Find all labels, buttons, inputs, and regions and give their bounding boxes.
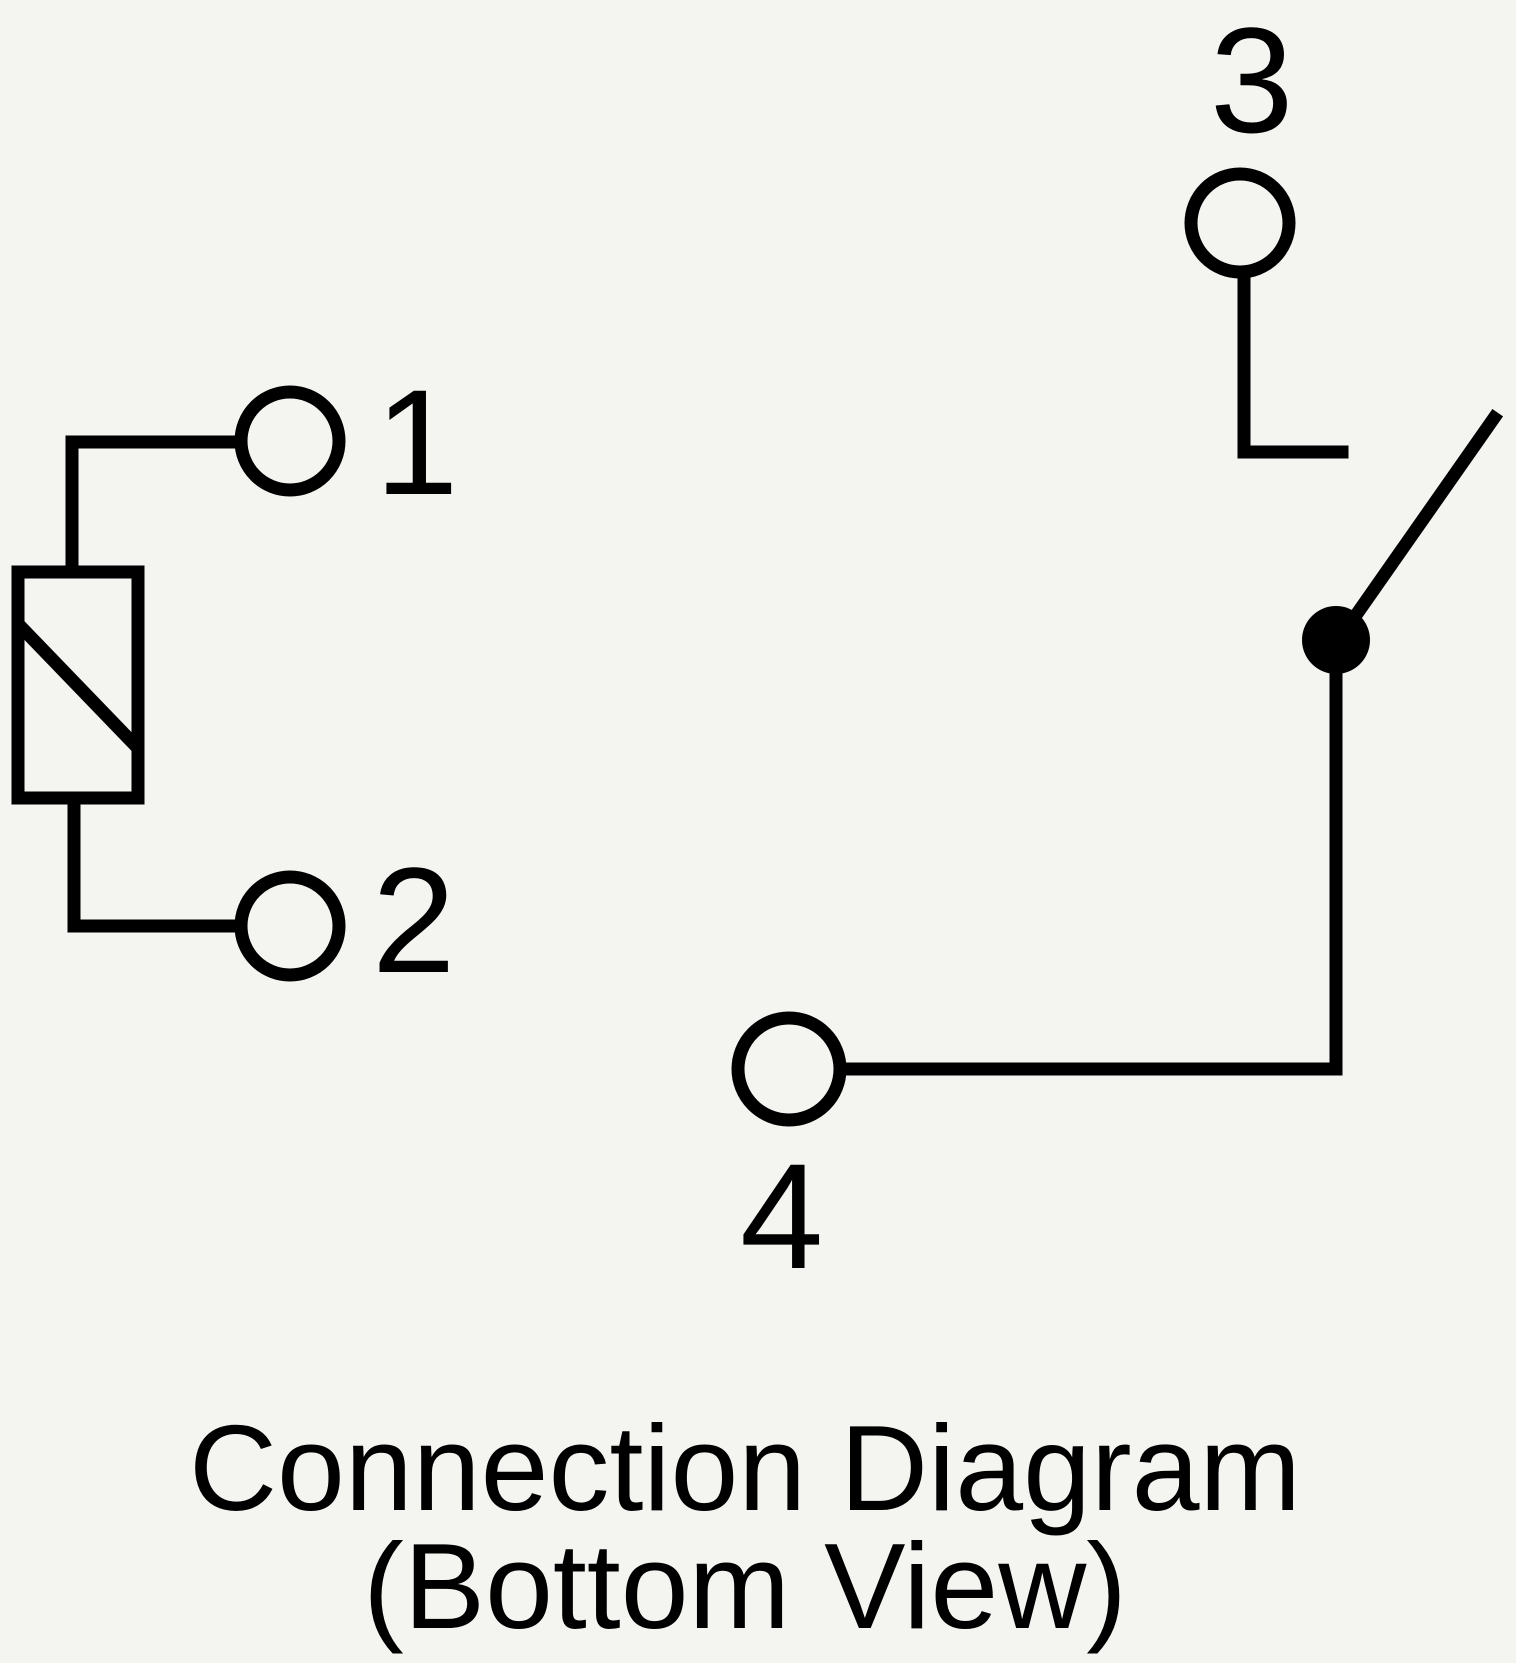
- fixed-contact-lead: [1237, 266, 1349, 459]
- terminal-3: 3: [1184, 0, 1349, 459]
- pin-4-label: 4: [740, 1132, 823, 1300]
- terminal-1: 1: [234, 358, 458, 526]
- coil-lead-top: [65, 435, 239, 579]
- pin-1-label: 1: [375, 358, 458, 526]
- terminal-4-circle: [731, 1011, 847, 1127]
- terminal-1-circle: [234, 385, 346, 497]
- common-lead: [841, 665, 1343, 1076]
- diagram-caption: Connection Diagram (Bottom View): [189, 1400, 1301, 1654]
- switch-contact: [1302, 408, 1504, 674]
- terminal-4: 4: [731, 665, 1343, 1300]
- pin-3-label: 3: [1210, 0, 1293, 164]
- caption-subtitle: (Bottom View): [363, 1518, 1127, 1654]
- caption-title: Connection Diagram: [189, 1400, 1301, 1536]
- switch-pivot-dot: [1302, 606, 1370, 674]
- terminal-2-circle: [234, 870, 346, 982]
- coil-lead-bottom: [67, 791, 239, 933]
- terminal-2: 2: [234, 836, 455, 1004]
- pin-2-label: 2: [372, 836, 455, 1004]
- terminal-3-circle: [1184, 167, 1296, 279]
- switch-arm: [1330, 408, 1504, 648]
- relay-coil: [11, 435, 239, 933]
- coil-diagonal: [12, 618, 142, 752]
